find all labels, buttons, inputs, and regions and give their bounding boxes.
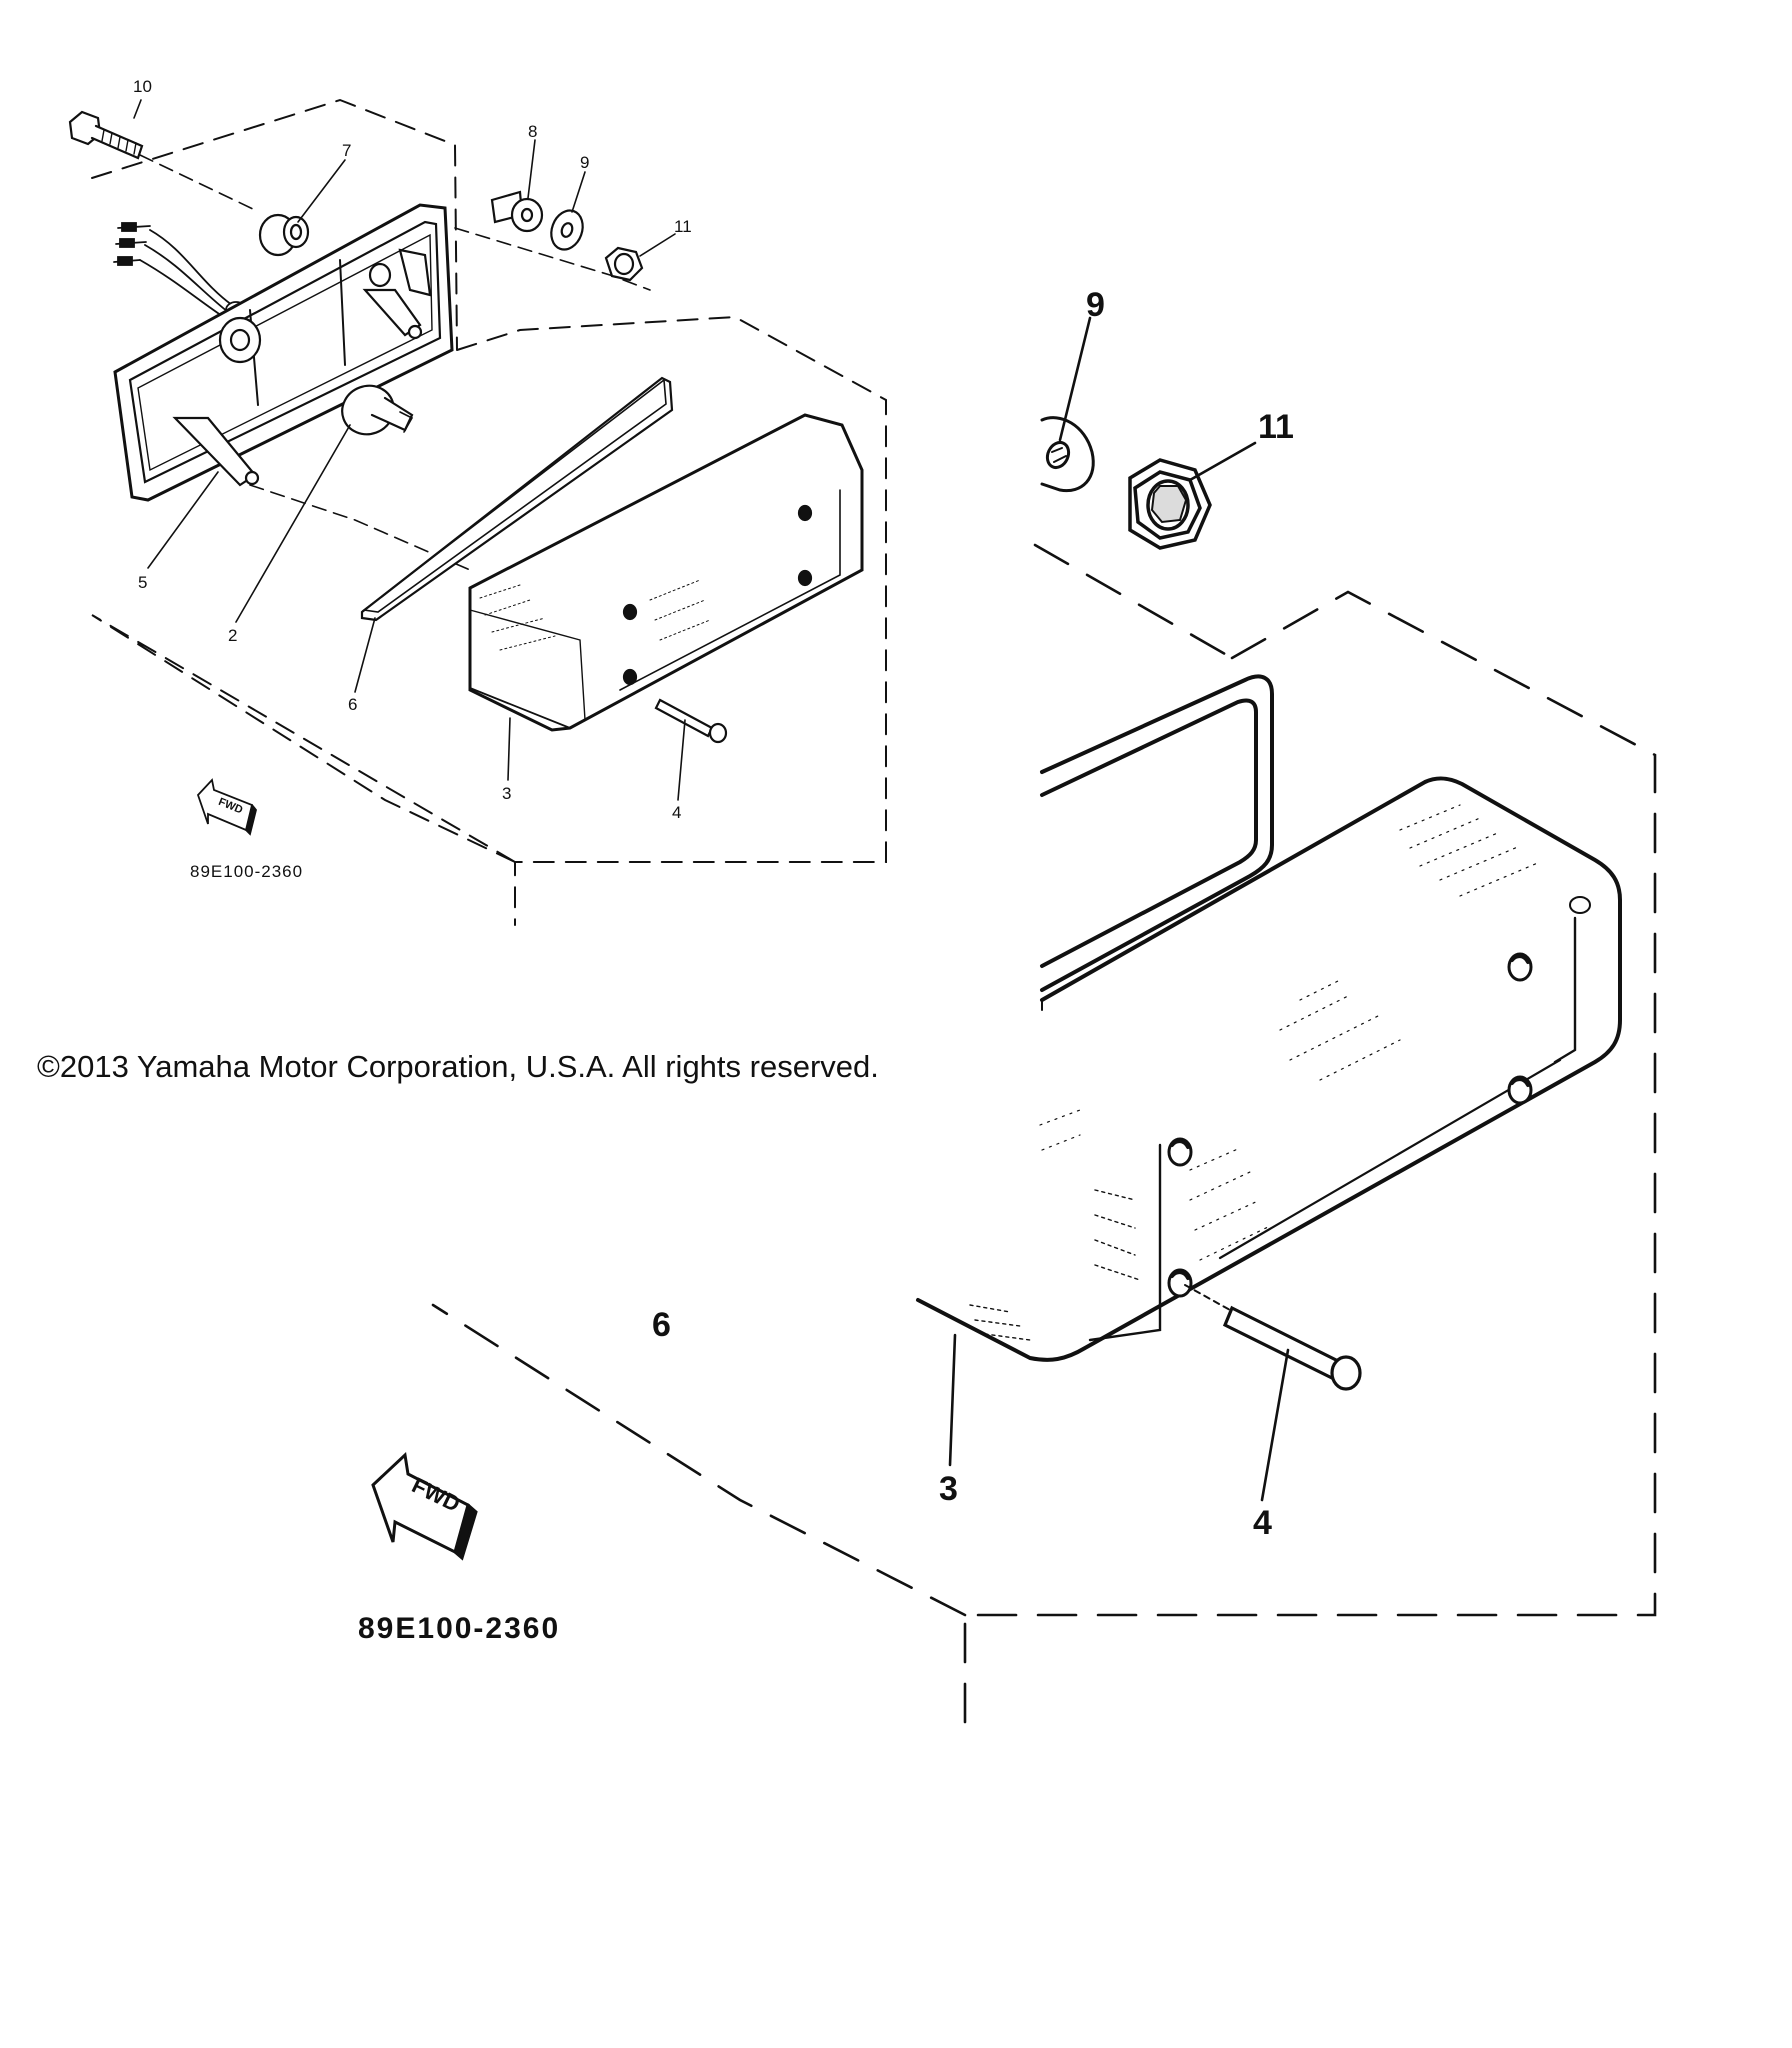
- copyright-notice: ©2013 Yamaha Motor Corporation, U.S.A. A…: [37, 1049, 879, 1084]
- zoom-gasket-part-6: [1040, 674, 1274, 992]
- housing-part-5: [113, 203, 454, 502]
- assembly-boundary: [91, 98, 887, 926]
- zoom-washer-part-9: [1040, 416, 1095, 493]
- fwd-arrow: [196, 778, 257, 836]
- callout-5: 5: [138, 573, 147, 592]
- lens-part-3: [468, 413, 864, 732]
- zoom-callout-9: 9: [1086, 286, 1105, 324]
- nut-guide-line: [454, 227, 651, 291]
- zoom-leader-9: [1058, 316, 1092, 442]
- collar-part-8: [490, 190, 544, 233]
- leader-6: [354, 617, 376, 693]
- bolt-guide-line: [139, 154, 256, 211]
- zoom-leader-3: [948, 1333, 957, 1467]
- zoom-callout-3: 3: [939, 1470, 958, 1508]
- washer-part-9: [550, 209, 584, 251]
- callout-9: 9: [580, 153, 589, 172]
- leader-8: [527, 139, 536, 199]
- zoom-callout-6: 6: [652, 1306, 671, 1344]
- overview-labels: 10 7 8 9 11 5 2 6 3 4 FWD 89E100-2360: [133, 77, 692, 881]
- zoom-lens-part-3: [916, 776, 1622, 1362]
- callout-7: 7: [342, 141, 351, 160]
- diagram-code: 89E100-2360: [190, 862, 303, 881]
- leader-2: [235, 424, 351, 623]
- callout-2: 2: [228, 626, 237, 645]
- zoom-screw-part-4: [1184, 1284, 1362, 1391]
- zoom-diagram-code: 89E100-2360: [358, 1612, 560, 1645]
- screw-part-4: [654, 698, 728, 744]
- callout-4: 4: [672, 803, 681, 822]
- leader-11: [639, 233, 676, 257]
- lens-guide-line: [249, 484, 471, 571]
- callout-11: 11: [674, 217, 692, 236]
- wire-harness: [113, 222, 247, 319]
- zoom-leader-4: [1260, 1348, 1290, 1502]
- grommet-part-7: [258, 213, 310, 257]
- bulb-part-2: [341, 384, 414, 436]
- zoom-callout-4: 4: [1253, 1504, 1272, 1542]
- zoom-fwd-arrow: [371, 1451, 478, 1561]
- overview-diagram: [68, 98, 887, 926]
- callout-10: 10: [133, 77, 152, 96]
- zoom-detail: [371, 316, 1657, 1732]
- zoom-leader-11: [1188, 441, 1257, 482]
- zoom-nut-part-11: [1128, 458, 1212, 550]
- leader-9: [571, 171, 586, 213]
- callout-3: 3: [502, 784, 511, 803]
- callout-8: 8: [528, 122, 537, 141]
- callout-6: 6: [348, 695, 357, 714]
- gasket-part-6: [360, 376, 674, 622]
- zoom-boundary: [431, 543, 1657, 1732]
- nut-part-11: [604, 246, 644, 282]
- leader-7: [297, 159, 346, 223]
- leader-3: [507, 717, 511, 781]
- bolt-part-10: [68, 110, 144, 160]
- leader-4: [677, 719, 686, 801]
- leader-5: [147, 471, 219, 569]
- zoom-callout-11: 11: [1258, 408, 1294, 446]
- leader-10: [133, 99, 142, 119]
